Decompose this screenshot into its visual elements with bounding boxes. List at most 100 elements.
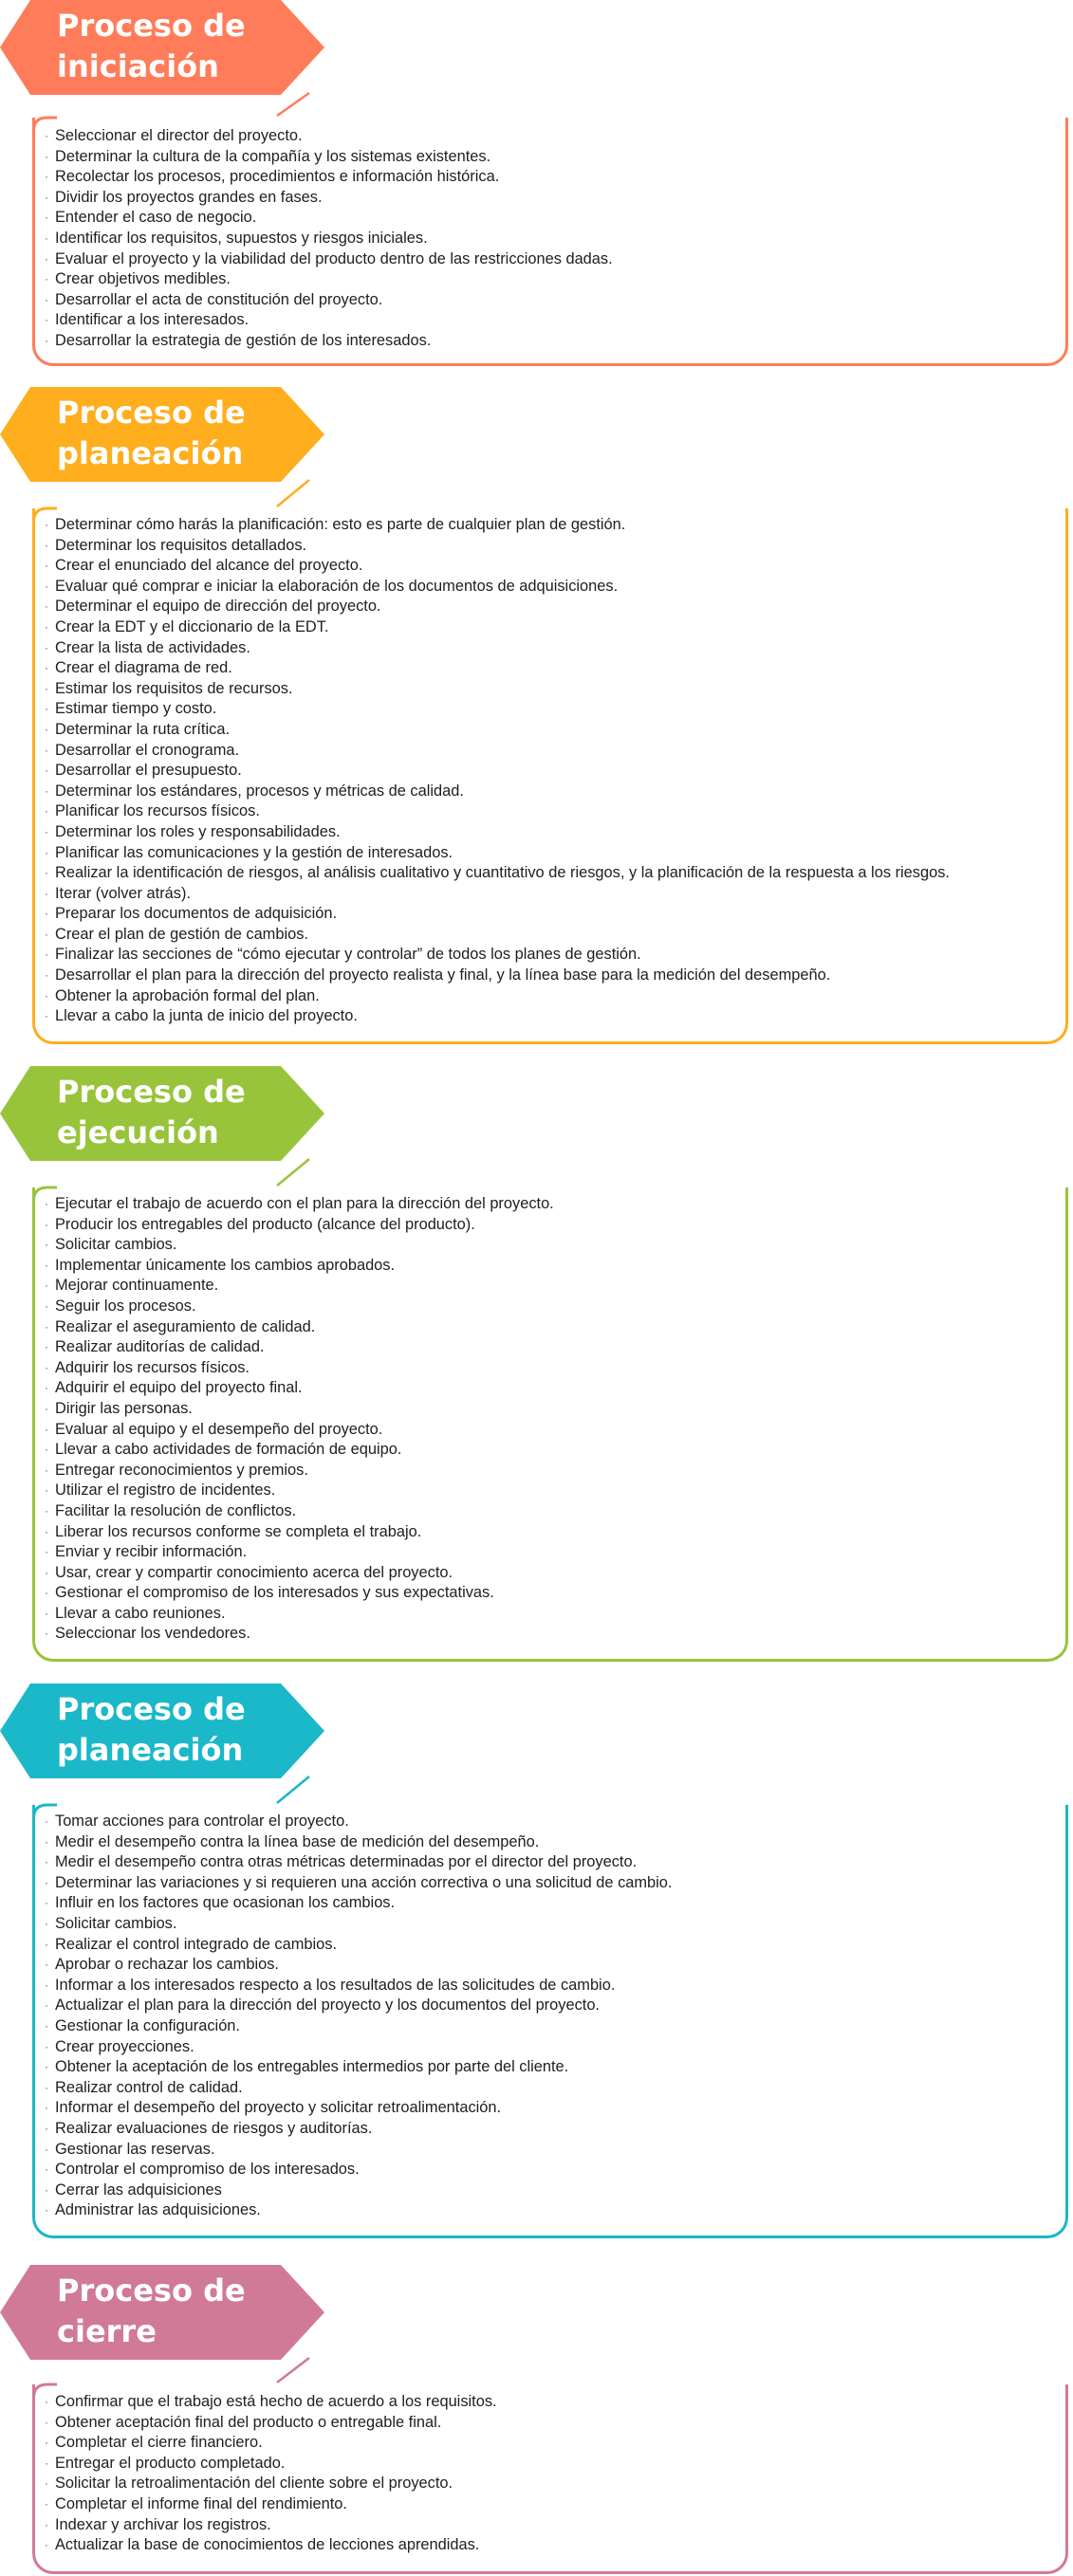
list-item-text: Obtener la aprobación formal del plan. <box>55 986 320 1004</box>
list-item: ·Identificar a los interesados. <box>45 310 613 331</box>
bullet-icon: · <box>45 313 48 327</box>
list-item: ·Realizar auditorías de calidad. <box>45 1337 554 1358</box>
list-item: ·Iterar (volver atrás). <box>45 884 950 905</box>
bullet-icon: · <box>45 804 48 819</box>
list-item: ·Dividir los proyectos grandes en fases. <box>45 188 613 209</box>
section-banner: Proceso de planeación <box>0 1684 326 1778</box>
list-item: ·Planificar las comunicaciones y la gest… <box>45 843 950 864</box>
bullet-icon: · <box>45 661 48 675</box>
bullet-icon: · <box>45 619 48 634</box>
bullet-icon: · <box>45 988 48 1003</box>
list-item-text: Actualizar el plan para la dirección del… <box>55 1996 600 2015</box>
list-item: ·Determinar la cultura de la compañía y … <box>45 147 613 168</box>
bullet-icon: · <box>45 2415 48 2429</box>
list-item: ·Determinar los estándares, procesos y m… <box>45 782 950 802</box>
connector-line <box>276 479 310 507</box>
list-item-text: Medir el desempeño contra la línea base … <box>55 1832 540 1850</box>
list-item: · Obtener la aprobación formal del plan. <box>45 986 950 1007</box>
bullet-icon: · <box>45 272 48 286</box>
list-item: ·Crear el diagrama de red. <box>45 658 950 679</box>
list-item: ·Realizar el control integrado de cambio… <box>45 1935 672 1956</box>
list-item: ·Tomar acciones para controlar el proyec… <box>45 1812 672 1832</box>
list-item-text: Seguir los procesos. <box>55 1297 196 1315</box>
list-item-text: Seleccionar los vendedores. <box>55 1625 250 1643</box>
list-item-text: Desarrollar el acta de constitución del … <box>55 290 383 308</box>
bullet-icon: · <box>45 1978 48 1992</box>
list-item: ·Evaluar el proyecto y la viabilidad del… <box>45 249 613 270</box>
list-item: ·Indexar y archivar los registros. <box>45 2515 497 2536</box>
list-item: ·Adquirir los recursos físicos. <box>45 1358 554 1379</box>
section-box <box>32 1187 1068 1662</box>
list-item-text: Finalizar las secciones de “cómo ejecuta… <box>55 946 641 964</box>
list-item: ·Seguir los procesos. <box>45 1297 554 1317</box>
list-item: ·Solicitar cambios. <box>45 1235 554 1256</box>
list-item: ·Realizar control de calidad. <box>45 2078 672 2099</box>
list-item-text: Determinar los roles y responsabilidades… <box>55 822 341 840</box>
list-item: ·Enviar y recibir información. <box>45 1542 554 1563</box>
list-item: ·Determinar los requisitos detallados. <box>45 536 950 557</box>
list-item-text: Liberar los recursos conforme se complet… <box>55 1522 422 1540</box>
list-item-text: Aprobar o rechazar los cambios. <box>55 1956 279 1974</box>
list-item-text: Realizar el aseguramiento de calidad. <box>55 1317 316 1335</box>
list-item-text: Determinar cómo harás la planificación: … <box>55 516 626 533</box>
list-item-text: Confirmar que el trabajo está hecho de a… <box>55 2393 497 2410</box>
bullet-icon: · <box>45 948 48 962</box>
list-item-text: Entender el caso de negocio. <box>55 209 257 227</box>
banner-arrow-shape <box>0 1066 324 1161</box>
bullet-icon: · <box>45 1606 48 1620</box>
list-item-text: Realizar el control integrado de cambios… <box>55 1935 338 1953</box>
list-item-text: Gestionar el compromiso de los interesad… <box>55 1584 494 1602</box>
list-item: ·Cerrar las adquisiciones <box>45 2180 672 2201</box>
bullet-icon: · <box>45 927 48 941</box>
list-item: ·Ejecutar el trabajo de acuerdo con el p… <box>45 1194 554 1215</box>
banner-arrow-shape <box>0 1684 324 1778</box>
box-top-corner <box>32 1186 57 1212</box>
section-title: Proceso de planeación <box>57 1691 246 1768</box>
bullet-icon: · <box>45 968 48 983</box>
bullet-icon: · <box>45 2142 48 2156</box>
bullet-icon: · <box>45 824 48 838</box>
list-item-text: Planificar los recursos físicos. <box>55 802 260 820</box>
list-item: ·Solicitar cambios. <box>45 1914 672 1935</box>
list-item-text: Desarrollar el plan para la dirección de… <box>55 966 831 984</box>
list-item: · Medir el desempeño contra la línea base… <box>45 1832 672 1853</box>
list-item-text: Llevar a cabo la junta de inicio del pro… <box>55 1007 358 1025</box>
list-item: ·Producir los entregables del producto (… <box>45 1215 554 1236</box>
list-item-text: Gestionar la configuración. <box>55 2016 240 2034</box>
bullet-icon: · <box>45 2203 48 2217</box>
section-box <box>32 2384 1068 2574</box>
list-item: ·Liberar los recursos conforme se comple… <box>45 1522 554 1543</box>
bullet-icon: · <box>45 1875 48 1889</box>
bullet-icon: · <box>45 1814 48 1828</box>
list-item-text: Realizar evaluaciones de riesgos y audit… <box>55 2119 373 2137</box>
bullet-icon: · <box>45 1896 48 1910</box>
list-item-text: Actualizar la base de conocimientos de l… <box>55 2536 480 2554</box>
list-item: ·Medir el desempeño contra otras métrica… <box>45 1852 672 1873</box>
bullet-icon: · <box>45 1443 48 1457</box>
bullet-icon: · <box>45 559 48 573</box>
list-item: ·Mejorar continuamente. <box>45 1276 554 1297</box>
list-item: ·Desarrollar la estrategia de gestión de… <box>45 331 613 352</box>
list-item-text: Determinar los requisitos detallados. <box>55 536 307 554</box>
list-item: ·Desarrollar el presupuesto. <box>45 761 950 782</box>
list-item: ·Preparar los documentos de adquisición. <box>45 904 950 925</box>
bullet-icon: · <box>45 2101 48 2115</box>
list-item: ·Entregar el producto completado. <box>45 2454 497 2475</box>
bullet-icon: · <box>45 211 48 225</box>
bullet-icon: · <box>45 1009 48 1023</box>
list-item: ·Informar el desempeño del proyecto y so… <box>45 2098 672 2119</box>
section-box <box>32 508 1068 1044</box>
bullet-icon: · <box>45 2456 48 2470</box>
list-item: ·Entregar reconocimientos y premios. <box>45 1461 554 1481</box>
list-item-text: Ejecutar el trabajo de acuerdo con el pl… <box>55 1195 554 1212</box>
bullet-icon: · <box>45 681 48 695</box>
bullet-icon: · <box>45 1834 48 1849</box>
bullet-icon: · <box>45 1545 48 1559</box>
list-item: ·Usar, crear y compartir conocimiento ac… <box>45 1563 554 1584</box>
list-item-text: Crear proyecciones. <box>55 2037 194 2055</box>
list-item-text: Influir en los factores que ocasionan lo… <box>55 1894 396 1912</box>
bullet-icon: · <box>45 1238 48 1252</box>
bullet-icon: · <box>45 2395 48 2408</box>
list-item-text: Estimar los requisitos de recursos. <box>55 679 293 697</box>
bullet-icon: · <box>45 764 48 778</box>
